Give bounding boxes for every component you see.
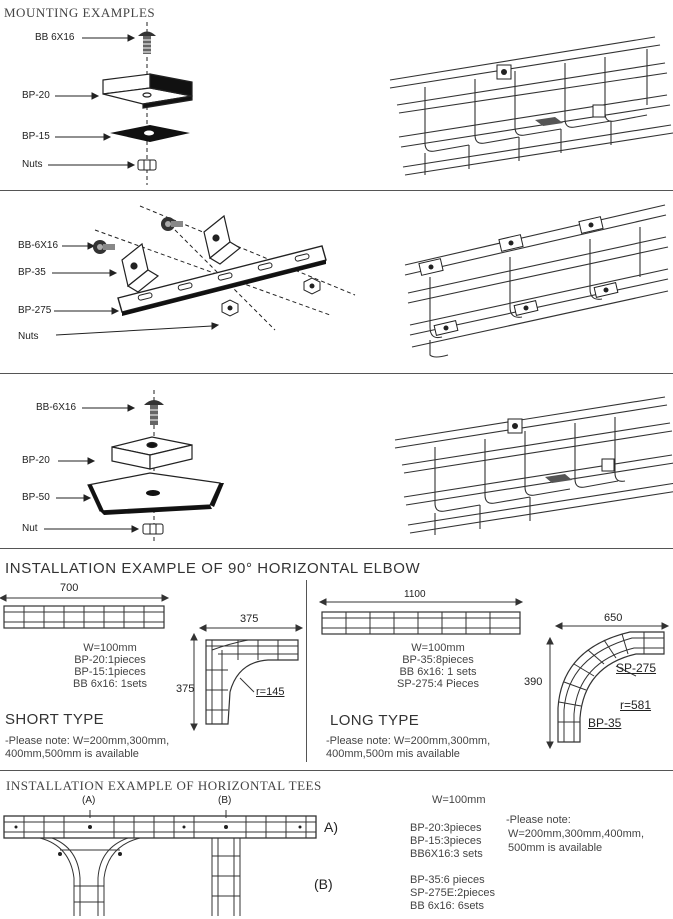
short-elbow-drawing [190,624,304,732]
spec-line: W=100mm [411,642,465,654]
bolt-icon [138,31,156,54]
label-bp-20: BP-20 [22,90,50,101]
long-straight-tray [318,598,524,635]
label-nuts: Nuts [22,159,43,170]
tee-spec-a-3: BB6X16:3 sets [410,848,483,860]
label-bb-6x16: BB-6X16 [18,240,59,251]
tee-label-a-top: (A) [82,795,96,806]
nut-icon [137,159,157,171]
tee-note-2: W=200mm,300mm,400mm, [508,828,645,840]
long-dim-height: 390 [524,676,543,688]
label-bb-6x16: BB-6X16 [36,402,77,413]
tee-note-3: 500mm is available [508,842,603,854]
long-radius: r=581 [620,698,652,712]
short-type-title: SHORT TYPE [5,711,105,728]
tee-label-b-top: (B) [218,795,232,806]
bp-50-plate-icon [87,472,224,515]
spec-line: BB 6x16: 1sets [73,678,147,690]
bp-35-bracket-icon [121,214,242,293]
label-nuts: Nuts [18,331,39,342]
long-specs: W=100mm BP-35:8pieces BB 6x16: 1 sets SP… [378,642,498,690]
short-note-line2: 400mm,500mm is available [5,748,139,760]
bp-15-plate-icon [110,125,190,142]
spec-line: BP-35:8pieces [402,654,474,666]
tee-spec-a-2: BP-15:3pieces [410,835,482,847]
tee-spec-b-2: SP-275E:2pieces [410,887,495,899]
label-bp-275: BP-275 [18,305,52,316]
tee-spec-b-3: BB 6x16: 6sets [410,900,484,912]
label-bp-50: BP-50 [22,492,50,503]
spec-line: SP-275:4 Pieces [397,678,479,690]
spec-line: BP-20:1pieces [74,654,146,666]
label-nut: Nut [22,523,38,534]
bolt-icon [93,240,115,254]
long-part-bottom: BP-35 [588,716,622,730]
divider [0,770,673,771]
tee-note-1: -Please note: [506,814,571,826]
divider [0,190,673,191]
short-specs: W=100mm BP-20:1pieces BP-15:1pieces BB 6… [50,642,170,690]
long-elbow-drawing [546,622,670,750]
long-type-title: LONG TYPE [330,712,420,729]
bp-275-strip-icon [117,245,327,316]
tee-spec-b-1: BP-35:6 pieces [410,874,485,886]
tee-drawing [3,810,317,916]
wire-tray-illustration-3 [394,396,673,535]
nut-icon [221,299,239,317]
spec-line: W=100mm [83,642,137,654]
short-dim-height: 375 [176,683,195,695]
label-bp-35: BP-35 [18,267,46,278]
spec-line: BP-15:1pieces [74,666,146,678]
section-title-mounting: MOUNTING EXAMPLES [4,5,156,20]
bolt-icon [144,400,164,425]
label-bb-6x16: BB 6X16 [35,32,75,43]
mounting-diagram-2 [52,205,356,336]
short-length-label: 700 [60,582,79,594]
nut-icon [142,523,164,535]
label-bp-15: BP-15 [22,131,50,142]
wire-tray-illustration-2 [404,204,669,358]
bp-20-bracket-icon [102,73,193,109]
divider [0,548,673,549]
short-dim-width: 375 [240,613,259,625]
label-bp-20: BP-20 [22,455,50,466]
wire-tray-illustration-1 [389,36,673,176]
spec-line: BB 6x16: 1 sets [399,666,477,678]
section-title-tees: INSTALLATION EXAMPLE OF HORIZONTAL TEES [6,778,322,793]
mounting-diagram-1 [48,22,193,185]
short-straight-tray [0,594,170,629]
long-note-line1: -Please note: W=200mm,300mm, [326,735,491,747]
long-dim-width: 650 [604,612,623,624]
tee-label-a-right: A) [324,819,338,835]
section-title-elbow: INSTALLATION EXAMPLE OF 90° HORIZONTAL E… [5,560,421,577]
long-length-label: 1100 [404,589,426,600]
long-note-line2: 400mm,500m mis available [326,748,460,760]
mounting-diagram-3 [44,390,224,543]
divider [0,373,673,374]
short-radius: r=145 [256,686,285,698]
bolt-icon [161,217,183,231]
bp-20-bracket-icon [111,436,193,470]
column-divider [306,580,307,762]
tee-width: W=100mm [432,794,486,806]
tee-label-b: (B) [314,876,333,892]
nut-icon [303,277,321,295]
short-note-line1: -Please note: W=200mm,300mm, [5,735,170,747]
tee-spec-a-1: BP-20:3pieces [410,822,482,834]
